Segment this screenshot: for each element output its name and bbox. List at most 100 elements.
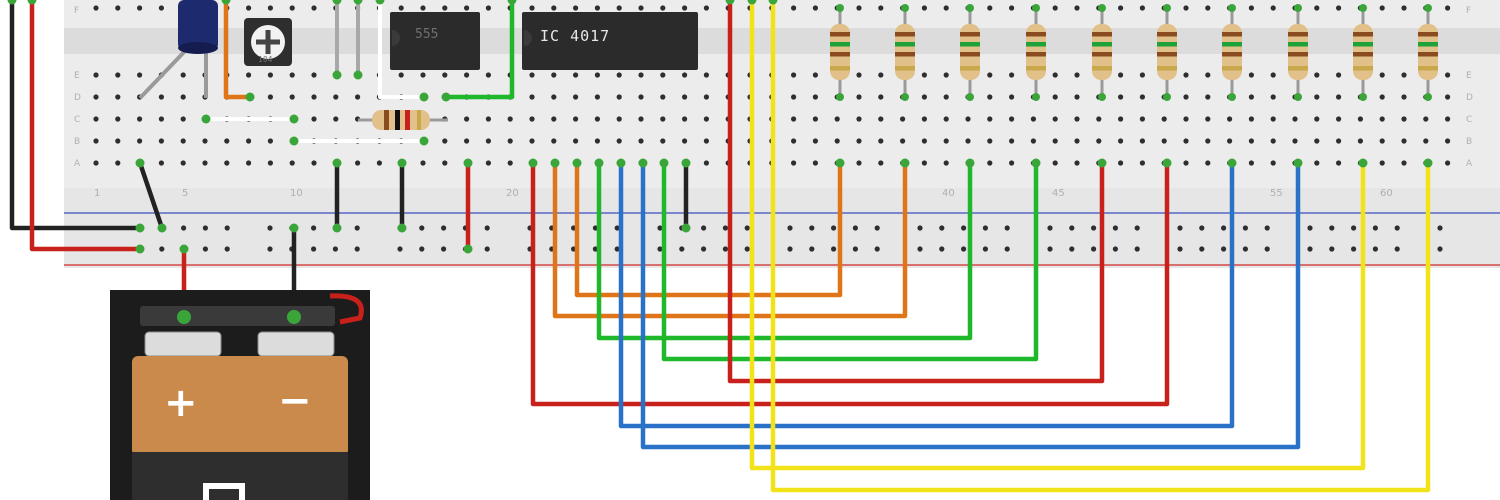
- timing-resistor-band-3: [405, 110, 410, 130]
- led-resistor-band: [1418, 66, 1438, 71]
- breadboard-hole: [1205, 138, 1211, 144]
- breadboard-hole: [987, 5, 993, 11]
- yellow-output-wire-1: [749, 0, 1366, 471]
- breadboard-hole: [1423, 138, 1429, 144]
- breadboard-hole: [1336, 5, 1342, 11]
- breadboard-hole: [1357, 138, 1363, 144]
- breadboard-hole: [289, 5, 295, 11]
- breadboard-hole: [1227, 116, 1233, 122]
- breadboard-hole: [333, 94, 339, 100]
- breadboard-hole: [1009, 138, 1015, 144]
- led-resistor-pin: [901, 4, 909, 12]
- breadboard-hole: [722, 225, 729, 231]
- breadboard-hole: [311, 225, 317, 231]
- battery-holder-clip: [140, 306, 335, 326]
- breadboard-hole: [267, 246, 273, 252]
- battery-red-lead: [329, 293, 364, 325]
- breadboard-hole: [158, 116, 164, 122]
- white-jumper-3: [378, 0, 426, 99]
- breadboard-hole: [1401, 94, 1407, 100]
- column-numbers: 1 5 10 20 40 45 55 60: [94, 188, 1393, 199]
- led-resistor-pin: [1294, 93, 1302, 101]
- row-letter-c-right: C: [1466, 115, 1472, 125]
- timing-resistor-band-1: [384, 110, 389, 130]
- led-resistor-band: [1157, 42, 1177, 47]
- battery-terminal-positive: [144, 331, 222, 357]
- breadboard-hole: [1227, 138, 1233, 144]
- breadboard-hole: [1336, 160, 1342, 166]
- breadboard-hole: [573, 5, 579, 11]
- breadboard-hole: [701, 225, 707, 231]
- counter-4017-chip: IC 4017: [522, 12, 698, 70]
- breadboard-hole: [1292, 138, 1298, 144]
- breadboard-hole: [1270, 160, 1276, 166]
- breadboard-hole: [1445, 94, 1451, 100]
- breadboard-hole: [1336, 72, 1342, 78]
- col-num-40: 40: [942, 188, 955, 199]
- blue-output-wire-1: [618, 160, 1235, 429]
- breadboard-hole: [917, 225, 923, 231]
- breadboard-hole: [1183, 138, 1189, 144]
- breadboard-hole: [529, 138, 535, 144]
- breadboard-hole: [834, 138, 840, 144]
- breadboard-hole: [638, 5, 644, 11]
- breadboard-hole: [1445, 160, 1451, 166]
- breadboard-hole: [246, 72, 252, 78]
- breadboard-hole: [484, 225, 490, 231]
- breadboard-hole: [354, 225, 360, 231]
- breadboard-hole: [507, 116, 513, 122]
- breadboard-hole: [616, 138, 622, 144]
- breadboard-hole: [1270, 138, 1276, 144]
- led-resistor-band: [1288, 52, 1308, 57]
- row-letters-left: F E D C B A: [74, 6, 81, 169]
- breadboard-hole: [1205, 160, 1211, 166]
- wire-end-pin: [27, 0, 37, 5]
- breadboard-hole: [921, 160, 928, 166]
- wire-end-pin: [135, 244, 145, 254]
- breadboard-hole: [900, 138, 906, 144]
- potentiometer-cross-slot: [256, 30, 280, 54]
- led-resistor-band: [1092, 66, 1112, 71]
- breadboard-hole: [1074, 160, 1080, 166]
- wire-end-pin: [1162, 158, 1172, 168]
- breadboard-hole: [1069, 246, 1075, 252]
- breadboard-hole: [878, 94, 884, 100]
- led-resistor-pin: [1098, 4, 1106, 12]
- breadboard-hole: [1009, 72, 1015, 78]
- breadboard-hole: [900, 116, 906, 122]
- battery-negative-connector: [287, 310, 301, 324]
- breadboard-hole: [744, 246, 750, 252]
- breadboard-hole: [1009, 116, 1015, 122]
- wire-end-pin: [441, 92, 451, 102]
- breadboard-hole: [791, 72, 797, 78]
- led-resistor-pin: [1032, 4, 1040, 12]
- breadboard-hole: [982, 246, 989, 252]
- wire-end-pin: [965, 158, 975, 168]
- breadboard-hole: [1336, 138, 1342, 144]
- breadboard-hole: [1351, 225, 1357, 231]
- breadboard-hole: [1183, 116, 1189, 122]
- breadboard-hole: [1401, 160, 1407, 166]
- breadboard-hole: [137, 138, 143, 144]
- led-resistor-band: [1092, 42, 1112, 47]
- timing-resistor: [358, 110, 448, 130]
- breadboard-hole: [1270, 72, 1276, 78]
- led-resistor-band: [960, 52, 980, 57]
- breadboard-hole: [464, 138, 470, 144]
- breadboard-hole: [1161, 138, 1167, 144]
- breadboard-hole: [115, 94, 121, 100]
- breadboard-hole: [812, 94, 819, 100]
- breadboard-hole: [1052, 160, 1058, 166]
- breadboard-hole: [1437, 246, 1443, 252]
- breadboard-hole: [1091, 225, 1097, 231]
- wire-end-pin: [550, 158, 560, 168]
- breadboard-hole: [246, 138, 252, 144]
- breadboard-hole: [419, 246, 425, 252]
- breadboard-hole: [1336, 116, 1342, 122]
- breadboard-hole: [856, 72, 862, 78]
- wire-end-pin: [245, 92, 255, 102]
- breadboard-hole: [137, 5, 143, 11]
- wire-end-pin: [1097, 158, 1107, 168]
- breadboard-hole: [809, 225, 815, 231]
